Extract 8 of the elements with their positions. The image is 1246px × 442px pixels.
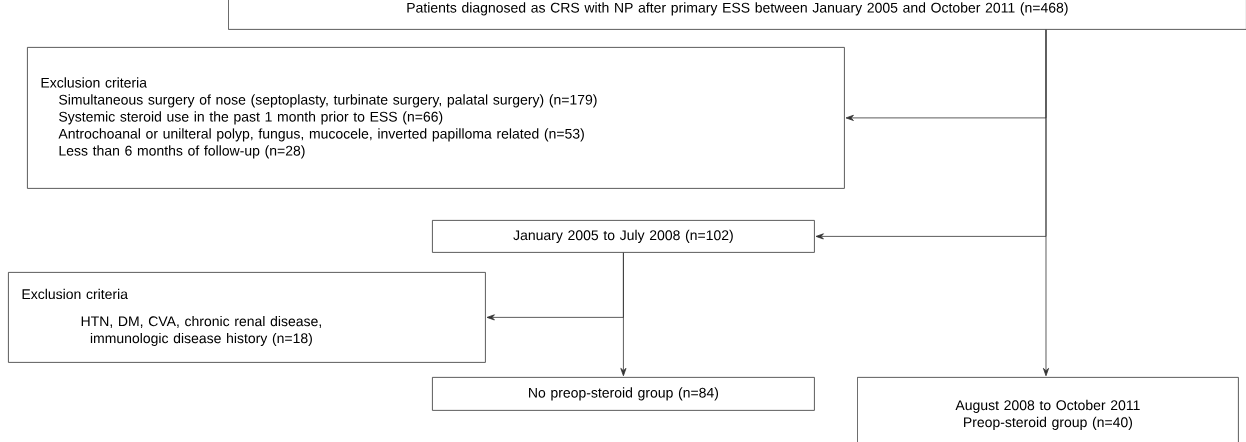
arrow — [620, 252, 627, 377]
process-box: No preop-steroid group (n=84) — [432, 377, 815, 411]
arrow — [1043, 29, 1049, 377]
process-box: Exclusion criteria Simultaneous surgery of nose (septoplasty, turbinate surgery, palatal surgery) (n=179) Systemic steroid use in the past 1 month prior to ESS (n=66) Antrochoanal or unilteral polyp, fungus, mucocele, inverted papilloma related (n=53) Less than 6 months of follow-up (n=28) — [27, 47, 845, 189]
process-box: August 2008 to October 2011 Preop-steroid group (n=40) — [857, 377, 1239, 442]
process-box: Exclusion criteria HTN, DM, CVA, chronic renal disease, immunologic disease history (n=18) — [8, 272, 486, 363]
process-box: January 2005 to July 2008 (n=102) — [432, 220, 815, 253]
process-box: Patients diagnosed as CRS with NP after primary ESS between January 2005 and October 2011 (n=468) — [228, 0, 1246, 30]
